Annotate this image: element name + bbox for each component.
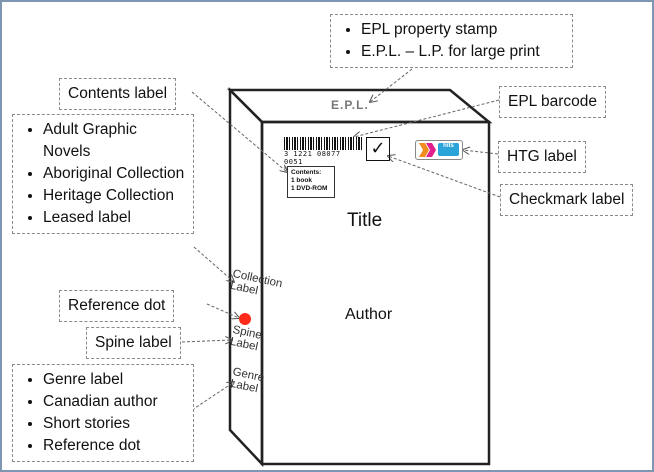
callout-reference-dot: Reference dot — [59, 290, 175, 322]
contents-sticker-line: Contents: — [291, 169, 322, 176]
callout-item: Reference dot — [43, 435, 185, 457]
callout-item: Genre label — [43, 369, 185, 391]
barcode-number: 3 1221 08077 0051 — [284, 150, 341, 166]
leader-genre — [191, 382, 234, 411]
callout-epl-stamp: EPL property stamp E.P.L. – L.P. for lar… — [330, 14, 573, 68]
barcode-bars — [284, 137, 363, 150]
contents-sticker-line: 1 DVD-ROM — [291, 185, 328, 192]
book-outline — [226, 86, 493, 468]
barcode: 3 1221 08077 0051 EDMONTON PUBLIC LIBRAR… — [284, 137, 363, 170]
chevron-pink-icon — [426, 143, 436, 157]
callout-checkmark-label: Checkmark label — [500, 184, 634, 216]
callout-spine-label: Spine label — [86, 327, 181, 359]
callout-item: Leased label — [43, 207, 185, 229]
callout-item: Adult Graphic Novels — [43, 119, 185, 163]
book-author: Author — [345, 306, 393, 323]
htg-sticker-text: hits — [438, 143, 459, 156]
book-title: Title — [347, 210, 383, 231]
leader-spine-label — [181, 340, 232, 342]
book-spine-face — [228, 86, 264, 468]
leader-epl-barcode — [354, 99, 500, 137]
callout-epl-barcode: EPL barcode — [499, 86, 607, 118]
leader-checkmark-label — [388, 156, 501, 198]
leader-epl-stamp — [370, 68, 413, 102]
htg-sticker-icon: hits — [415, 140, 463, 160]
callout-item: Heritage Collection — [43, 185, 185, 207]
callout-item: Short stories — [43, 413, 185, 435]
leader-htg-label — [463, 150, 499, 154]
epl-spine-stamp: E.P.L. — [331, 98, 369, 112]
chevron-orange-icon — [419, 143, 429, 157]
callout-item: Canadian author — [43, 391, 185, 413]
callout-item: EPL property stamp — [361, 19, 564, 41]
callout-item: Aboriginal Collection — [43, 163, 185, 185]
leader-reference-dot — [206, 303, 239, 318]
callout-genre-list: Genre label Canadian author Short storie… — [12, 364, 194, 462]
contents-sticker: Contents: 1 book 1 DVD-ROM — [287, 166, 335, 198]
leader-contents-label — [191, 91, 287, 172]
callout-item: E.P.L. – L.P. for large print — [361, 41, 564, 63]
checkmark-icon: ✓ — [366, 137, 390, 161]
reference-dot — [239, 313, 251, 325]
leader-collection — [193, 246, 234, 282]
callout-collection-list: Adult Graphic Novels Aboriginal Collecti… — [12, 114, 194, 234]
callout-htg-label: HTG label — [498, 141, 586, 173]
contents-sticker-line: 1 book — [291, 177, 312, 184]
leader-lines — [181, 68, 501, 411]
callout-contents-label: Contents label — [59, 78, 177, 110]
